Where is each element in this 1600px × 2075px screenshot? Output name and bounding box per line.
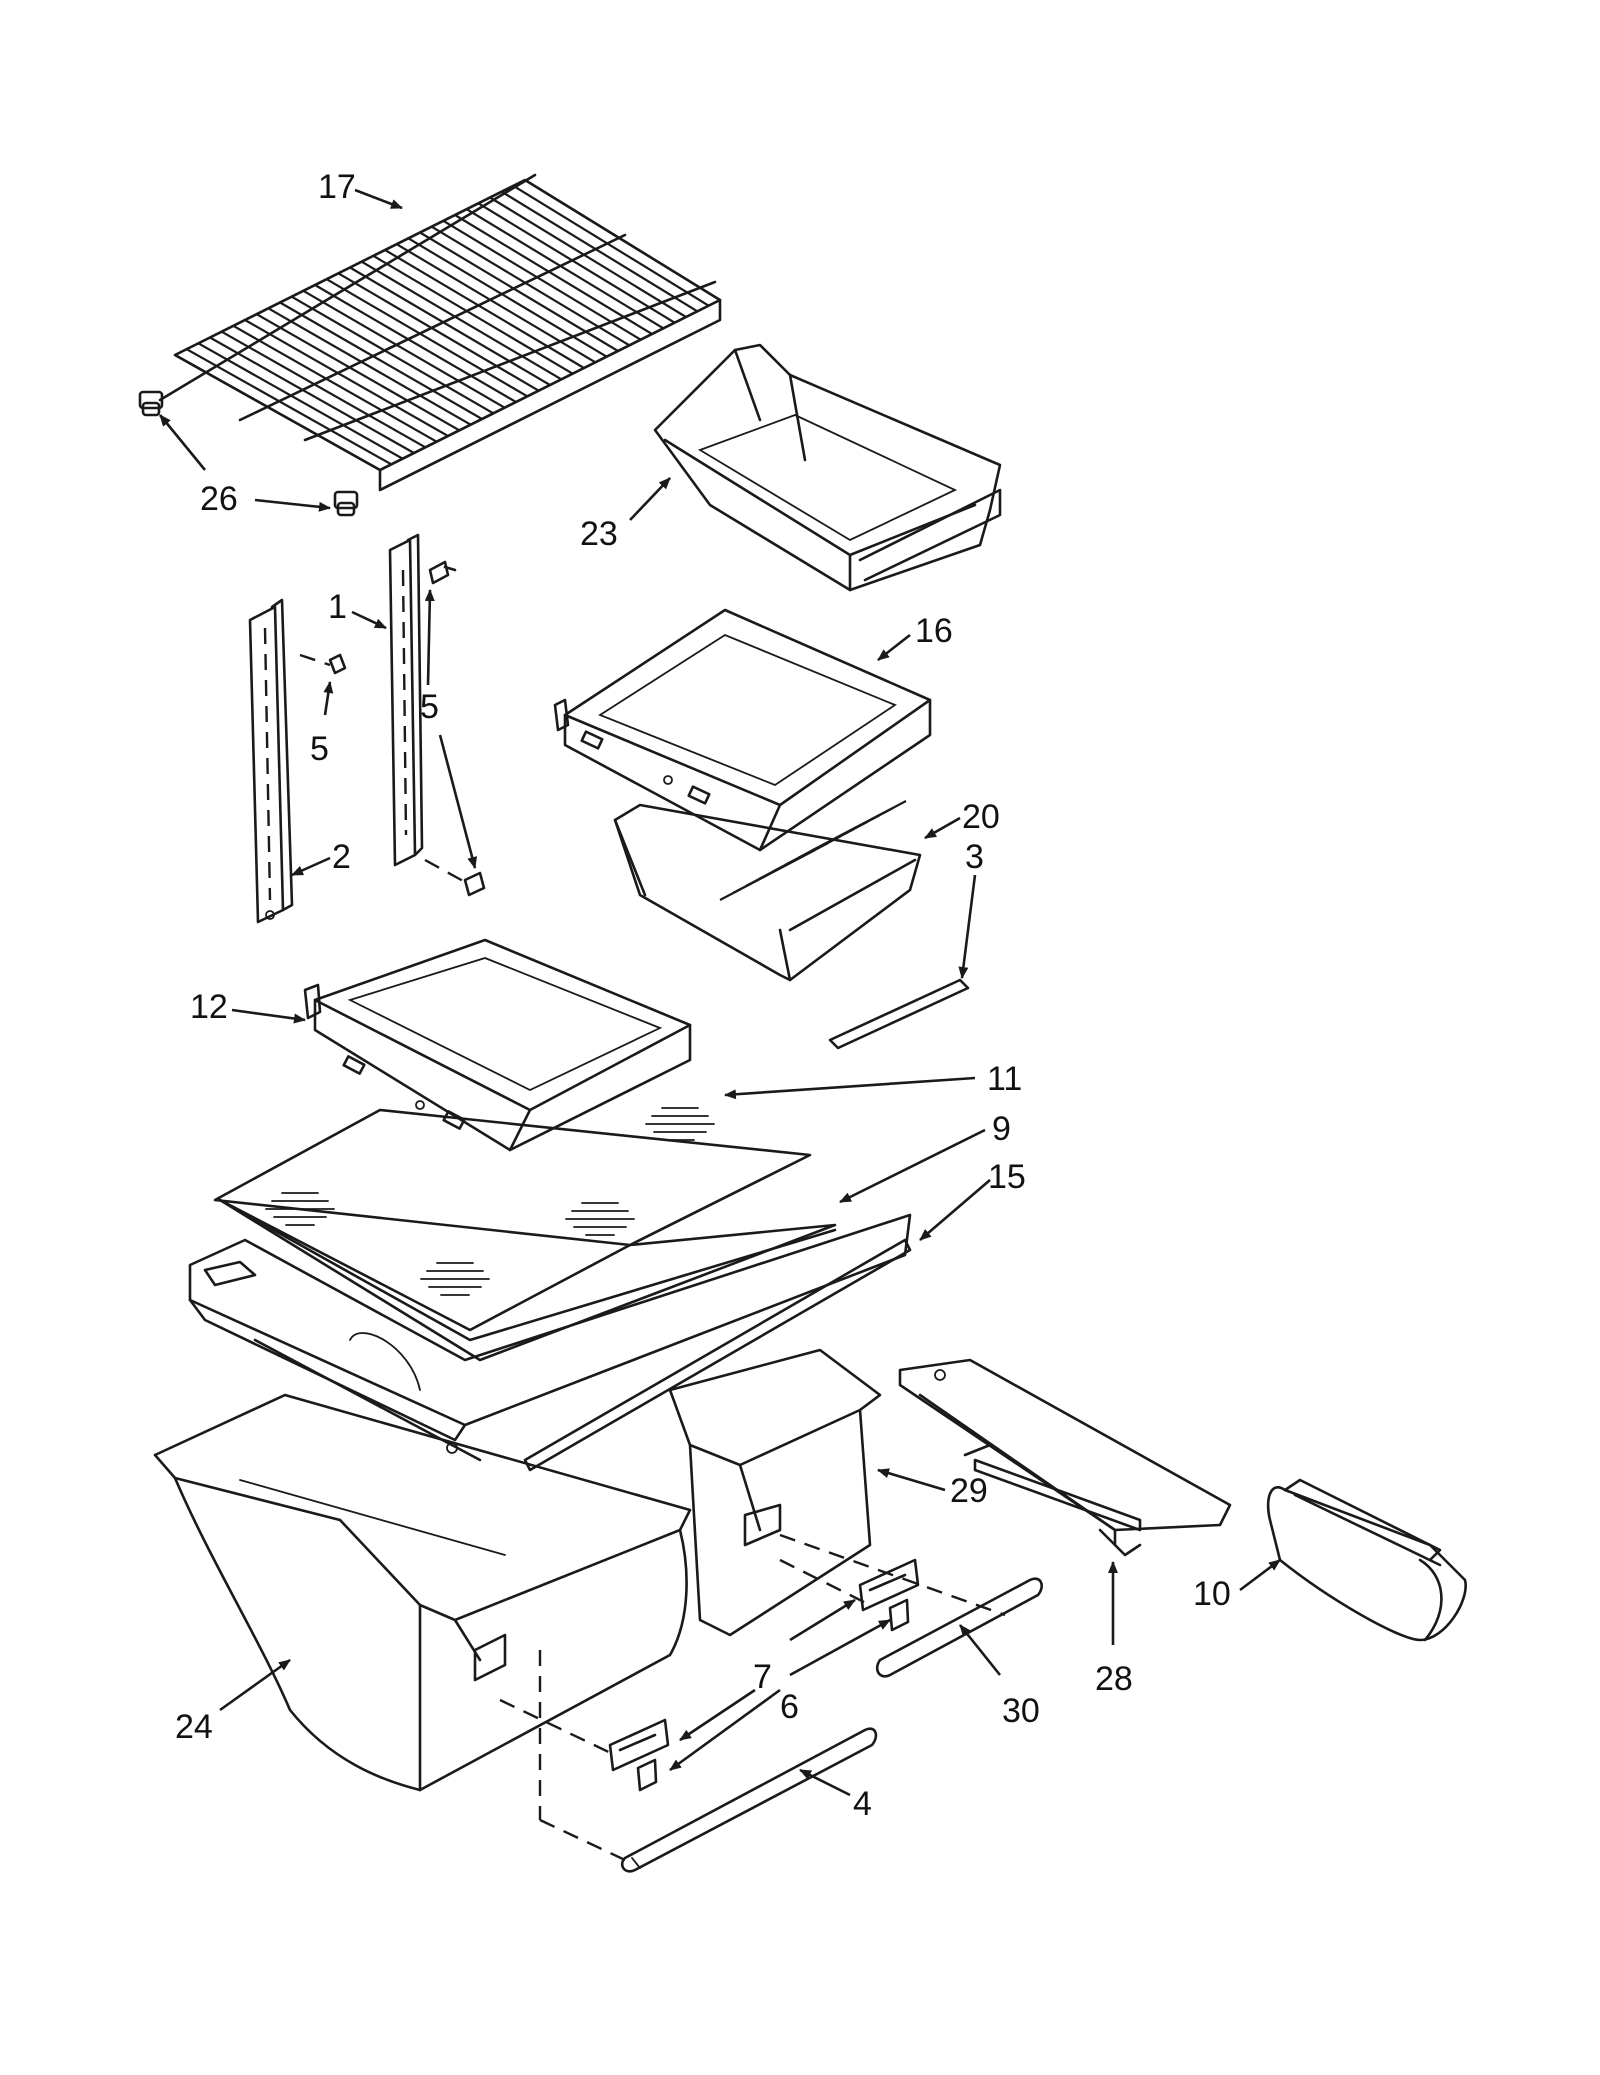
callout-5a: 5 bbox=[310, 730, 329, 768]
callout-26: 26 bbox=[200, 480, 238, 518]
crisper-pan-part-24 bbox=[153, 1393, 692, 1792]
callout-28: 28 bbox=[1095, 1660, 1133, 1698]
crisper-drawer-part-20 bbox=[613, 800, 922, 982]
shelf-end-caps-part-26 bbox=[138, 390, 359, 517]
glass-shelf-part-9 bbox=[218, 1192, 837, 1362]
trim-strip-part-3 bbox=[828, 978, 970, 1050]
leader-15 bbox=[919, 1179, 991, 1241]
strip-part-15 bbox=[523, 1238, 912, 1472]
callout-7: 7 bbox=[753, 1658, 772, 1696]
leader-26-a bbox=[158, 414, 207, 471]
rail-assembly-part-28 bbox=[898, 1358, 1232, 1557]
tray-frame bbox=[188, 1213, 912, 1462]
leader-1 bbox=[351, 610, 387, 630]
leader-5-b-down bbox=[438, 734, 478, 869]
callout-23: 23 bbox=[580, 515, 618, 553]
callout-15: 15 bbox=[988, 1158, 1026, 1196]
callout-2: 2 bbox=[332, 838, 351, 876]
callout-1: 1 bbox=[328, 588, 347, 626]
leader-9 bbox=[839, 1128, 986, 1204]
leader-7-b bbox=[789, 1598, 856, 1642]
leader-17 bbox=[354, 188, 403, 210]
crisper-cover-part-16 bbox=[553, 608, 932, 852]
leader-5-a bbox=[323, 681, 334, 716]
leader-11 bbox=[724, 1076, 976, 1100]
callout-16: 16 bbox=[915, 612, 953, 650]
callout-4: 4 bbox=[853, 1785, 872, 1823]
callout-5b: 5 bbox=[420, 688, 439, 726]
clips-part-6 bbox=[636, 1598, 910, 1792]
callout-20: 20 bbox=[962, 798, 1000, 836]
leader-12 bbox=[231, 1008, 306, 1024]
leader-3 bbox=[958, 874, 977, 979]
leader-6-b bbox=[789, 1618, 891, 1677]
leader-7-a bbox=[679, 1688, 756, 1742]
leader-6-a bbox=[669, 1688, 781, 1772]
callout-11: 11 bbox=[987, 1060, 1022, 1098]
callout-12: 12 bbox=[190, 988, 228, 1026]
callout-17: 17 bbox=[318, 168, 356, 206]
rail-part-2 bbox=[248, 598, 294, 924]
clips-part-7 bbox=[608, 1558, 920, 1772]
leader-5-b-up bbox=[424, 589, 435, 686]
callout-labels: 17 26 23 1 5 5 2 16 20 3 12 11 9 15 29 2… bbox=[175, 168, 1231, 1823]
leader-30 bbox=[958, 1624, 1002, 1676]
callout-9: 9 bbox=[992, 1110, 1011, 1148]
callout-leaders bbox=[158, 188, 1281, 1797]
assembly-dash-lines bbox=[499, 1533, 1006, 1862]
trim-rod-part-30 bbox=[875, 1577, 1043, 1678]
leader-10 bbox=[1239, 1558, 1281, 1592]
leader-29 bbox=[877, 1468, 946, 1492]
glass-panel-part-11 bbox=[213, 1107, 812, 1247]
tube-cover-part-10 bbox=[1266, 1478, 1467, 1642]
leader-23 bbox=[629, 477, 671, 521]
crisper-pan-part-29 bbox=[668, 1348, 882, 1637]
callout-6: 6 bbox=[780, 1688, 799, 1726]
callout-30: 30 bbox=[1002, 1692, 1040, 1730]
leader-26-b bbox=[254, 498, 331, 512]
callout-24: 24 bbox=[175, 1708, 213, 1746]
trim-rod-part-4 bbox=[620, 1727, 878, 1873]
leader-2 bbox=[291, 856, 331, 877]
leader-4 bbox=[799, 1768, 851, 1797]
callout-10: 10 bbox=[1193, 1575, 1231, 1613]
leader-20 bbox=[924, 816, 961, 840]
screws-part-5 bbox=[299, 560, 486, 897]
callout-29: 29 bbox=[950, 1472, 988, 1510]
callout-3: 3 bbox=[965, 838, 984, 876]
wire-shelf-part-17 bbox=[158, 173, 722, 492]
leader-16 bbox=[877, 633, 911, 662]
bin-part-23 bbox=[653, 343, 1002, 592]
rail-part-1 bbox=[388, 533, 424, 867]
leader-24 bbox=[219, 1658, 291, 1712]
